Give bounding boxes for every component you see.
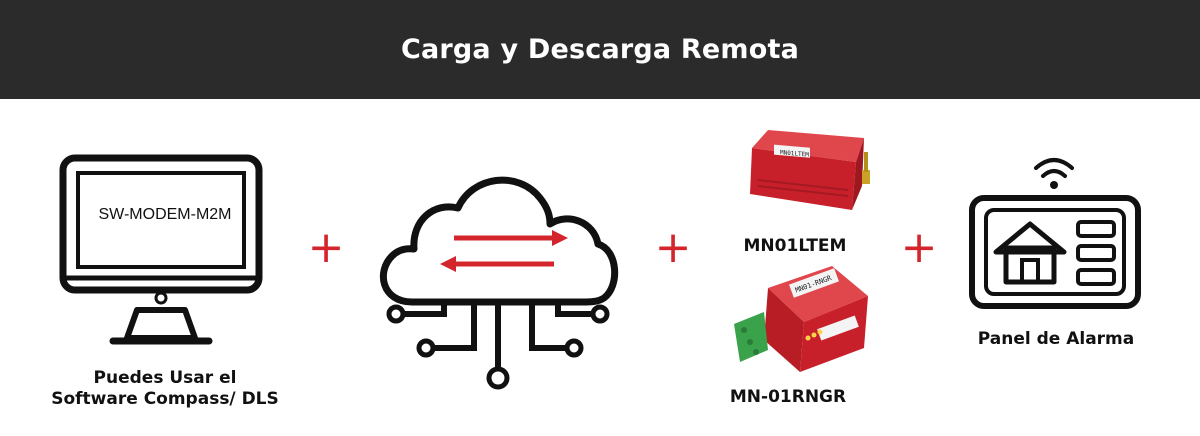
- modem-rngr-image: MN01-RNGR: [734, 266, 868, 372]
- plus-sign: +: [654, 222, 692, 273]
- plus-sign: +: [900, 222, 938, 273]
- header-bar: Carga y Descarga Remota: [0, 0, 1200, 99]
- modem-rngr-label: MN-01RNGR: [729, 387, 847, 407]
- computer-monitor-icon: [59, 154, 263, 345]
- page-title: Carga y Descarga Remota: [400, 34, 800, 65]
- computer-caption: Puedes Usar el Software Compass/ DLS: [20, 368, 310, 410]
- alarm-panel-caption: Panel de Alarma: [977, 329, 1135, 349]
- plus-sign: +: [307, 222, 345, 273]
- modem-lte-device-text: MN01LTEM: [780, 149, 809, 159]
- monitor-screen-text: SW-MODEM-M2M: [98, 206, 232, 223]
- modem-lte-label: MN01LTEM: [743, 236, 847, 256]
- computer-caption-line1: Puedes Usar el: [93, 368, 237, 388]
- modem-lte-image: MN01LTEM: [750, 130, 870, 210]
- home-icon: [993, 221, 1067, 285]
- wifi-icon: [1034, 158, 1074, 189]
- alarm-panel-icon: [969, 195, 1141, 309]
- cloud-network-icon: [379, 176, 619, 390]
- computer-caption-line2: Software Compass/ DLS: [51, 389, 279, 409]
